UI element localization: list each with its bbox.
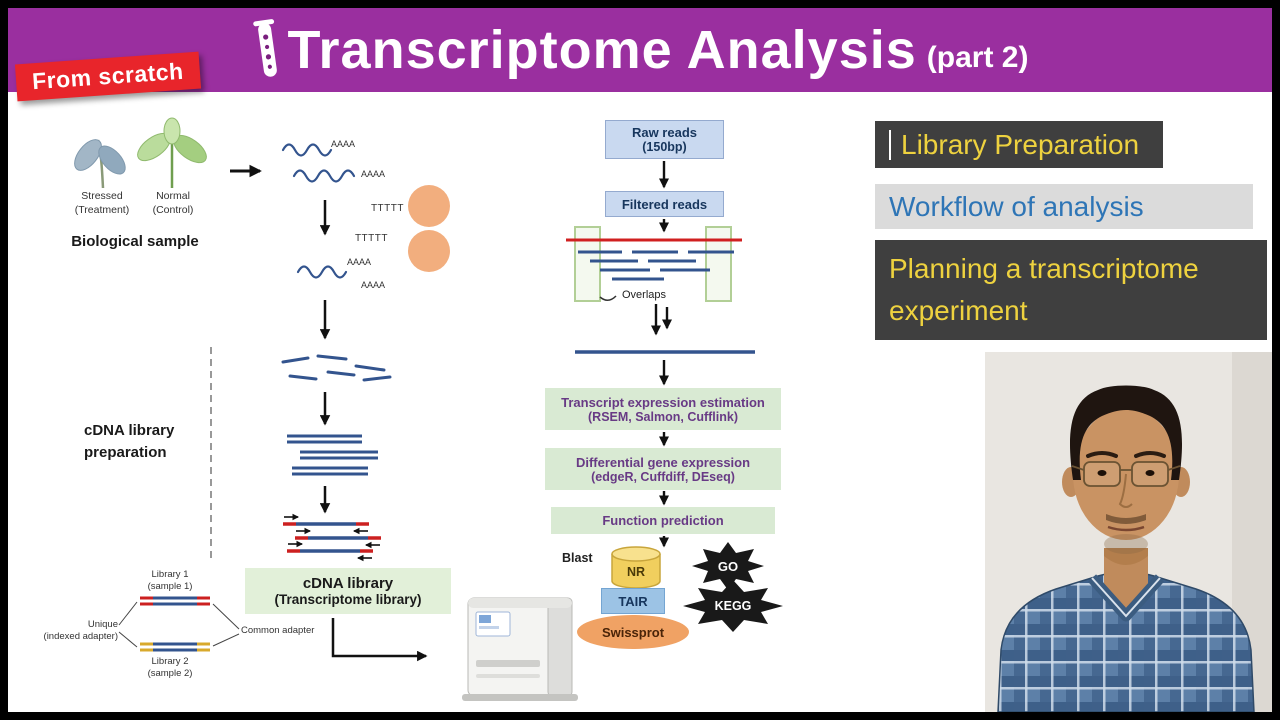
- stressed-plant-icon: [74, 139, 126, 189]
- chin-stubble: [1104, 534, 1148, 554]
- double-stranded-cdna: [287, 434, 378, 476]
- workflow-arrows: [650, 161, 673, 548]
- video-title: Transcriptome Analysis: [287, 20, 917, 80]
- polyt-label: TTTTT: [355, 233, 388, 244]
- title-banner: Transcriptome Analysis (part 2): [8, 8, 1272, 92]
- normal-line2: (Control): [152, 203, 194, 216]
- polya-label: AAAA: [361, 169, 385, 179]
- biological-sample-label: Biological sample: [71, 233, 199, 250]
- menu-item-label: Library Preparation: [901, 128, 1140, 160]
- library2-line1: Library 2: [151, 656, 189, 667]
- mouth: [1107, 525, 1145, 532]
- expression-estimation-line2: (RSEM, Salmon, Cufflink): [588, 409, 738, 424]
- go-starburst: [692, 542, 764, 590]
- stressed-line1: Stressed: [81, 190, 123, 202]
- presenter-photo: [985, 352, 1272, 713]
- expression-estimation-line1: Transcript expression estimation: [561, 394, 765, 410]
- library1-line2: (sample 1): [147, 581, 193, 593]
- adapter-callout-lines: [118, 601, 240, 648]
- common-adapter-label: Common adapter: [241, 625, 315, 636]
- test-tube-icon: [252, 19, 282, 81]
- kegg-starburst: [683, 580, 783, 632]
- menu-item-workflow-of-analysis: Workflow of analysis: [875, 184, 1253, 229]
- differential-expression-box: Differential gene expression (edgeR, Cuf…: [545, 448, 781, 490]
- stressed-sample-label: Stressed (Treatment): [64, 190, 140, 217]
- raw-reads-box: Raw reads (150bp): [605, 120, 724, 159]
- primer-arrows: [284, 513, 380, 562]
- swissprot-database-shape: Swissprot: [577, 615, 689, 649]
- library1-fragment: [140, 596, 210, 606]
- go-label: GO: [718, 559, 738, 574]
- cdna-prep-line2: preparation: [84, 443, 167, 461]
- unique-adapter-label: Unique (indexed adapter): [24, 619, 118, 644]
- unique-line2: (indexed adapter): [43, 631, 118, 643]
- polya-label: AAAA: [331, 139, 355, 149]
- unique-line1: Unique: [87, 619, 118, 630]
- sequencer-image: [462, 597, 578, 701]
- normal-sample-label: Normal (Control): [138, 190, 208, 217]
- cdna-library-box-line1: cDNA library: [302, 575, 394, 592]
- eye: [1097, 470, 1107, 476]
- nose: [1118, 473, 1133, 508]
- video-title-part: (part 2): [926, 41, 1029, 74]
- nr-database-cylinder: [611, 546, 661, 589]
- function-prediction-box: Function prediction: [551, 507, 775, 534]
- polyt-labels: TTTTT TTTTT: [355, 203, 404, 244]
- overlaps-label: Overlaps: [622, 289, 667, 301]
- stressed-line2: (Treatment): [74, 203, 130, 216]
- library-to-sequencer-arrow: [331, 618, 428, 662]
- library1-label: Library 1 (sample 1): [141, 569, 199, 594]
- eye: [1145, 470, 1155, 476]
- differential-expression-line1: Differential gene expression: [575, 454, 751, 470]
- hair: [1069, 385, 1183, 480]
- polyt-label: TTTTT: [371, 203, 404, 214]
- oligo-dt-beads: [408, 185, 450, 272]
- normal-line1: Normal: [156, 190, 190, 202]
- differential-expression-line2: (edgeR, Cuffdiff, DEseq): [591, 469, 735, 484]
- read-overlap-graphic: [566, 226, 742, 302]
- cdna-prep-line1: cDNA library: [84, 422, 175, 439]
- library1-line1: Library 1: [151, 569, 189, 580]
- expression-estimation-box: Transcript expression estimation (RSEM, …: [545, 388, 781, 430]
- raw-reads-line2: (150bp): [642, 140, 687, 154]
- eyebrow: [1134, 451, 1166, 458]
- kegg-label: KEGG: [715, 599, 752, 613]
- blast-label: Blast: [562, 551, 593, 565]
- eyebrow: [1086, 451, 1118, 458]
- fragmented-rna: [281, 354, 392, 382]
- library2-label: Library 2 (sample 2): [141, 656, 199, 681]
- normal-plant-icon: [137, 117, 207, 189]
- filtered-reads-box: Filtered reads: [605, 191, 724, 217]
- library2-line2: (sample 2): [147, 668, 193, 680]
- library2-fragment: [140, 642, 210, 652]
- menu-item-planning-experiment: Planning a transcriptome experiment: [875, 240, 1267, 340]
- menu-item-label: Workflow of analysis: [889, 190, 1144, 222]
- cdna-prep-label: cDNA library preparation: [84, 420, 174, 464]
- menu-item-label: Planning a transcriptome experiment: [889, 253, 1199, 326]
- mustache: [1106, 514, 1146, 524]
- cdna-library-box-line2: (Transcriptome library): [274, 592, 422, 607]
- raw-reads-line1: Raw reads: [631, 125, 698, 140]
- mrna-molecules: [281, 143, 356, 279]
- adapter-ligated-fragments: [283, 522, 381, 553]
- menu-accent-bar: [889, 129, 891, 160]
- polya-labels: AAAA AAAA AAAA AAAA: [331, 139, 385, 290]
- menu-item-library-preparation: Library Preparation: [875, 121, 1163, 168]
- cdna-library-box: cDNA library (Transcriptome library): [245, 568, 451, 614]
- nr-label: NR: [627, 565, 645, 579]
- polya-label: AAAA: [347, 257, 371, 267]
- tair-database-box: TAIR: [601, 588, 665, 614]
- polya-label: AAAA: [361, 280, 385, 290]
